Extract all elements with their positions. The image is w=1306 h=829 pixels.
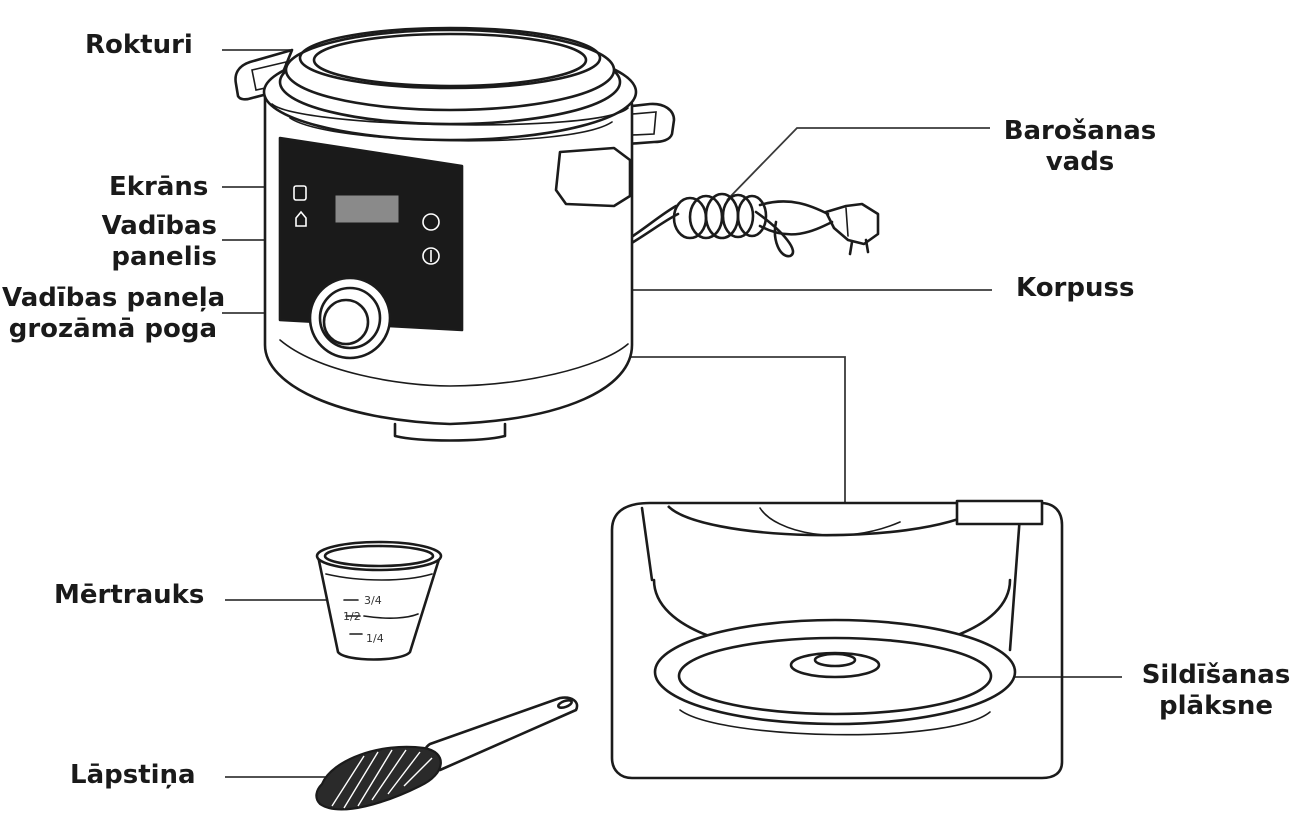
label-measuring-cup: Mērtrauks [54,580,205,610]
cup-mark-1-4: 1/4 [366,632,384,645]
label-control-panel-line1: Vadības [101,211,217,241]
label-control-panel: Vadības panelis [40,211,217,273]
multicooker-drawing [234,26,676,442]
label-knob-line2: grozāmā poga [8,314,217,344]
label-screen: Ekrāns [109,172,209,202]
label-heating-plate-line2: plāksne [1159,691,1273,721]
label-power-cord-line1: Barošanas [1003,116,1157,146]
label-knob-line1: Vadības paneļa [2,283,226,313]
label-heating-plate-line1: Sildīšanas [1141,660,1291,690]
label-spatula: Lāpstiņa [70,760,196,790]
label-handles: Rokturi [85,30,193,60]
cup-mark-3-4: 3/4 [364,594,382,607]
measuring-cup-drawing: 3/4 1/2 1/4 [315,540,443,661]
label-knob: Vadības paneļa grozāmā poga [2,283,226,345]
inner-pot-drawing [610,499,1064,780]
cup-mark-1-2: 1/2 [343,610,361,623]
label-heating-plate: Sildīšanas plāksne [1130,660,1302,722]
label-power-cord-line2: vads [1045,147,1115,177]
power-cord-drawing [628,192,880,258]
label-body: Korpuss [1016,273,1135,303]
label-power-cord: Barošanas vads [1000,116,1160,178]
spatula-drawing [315,696,579,811]
leader-power-cord [726,127,990,201]
label-control-panel-line2: panelis [111,242,217,272]
